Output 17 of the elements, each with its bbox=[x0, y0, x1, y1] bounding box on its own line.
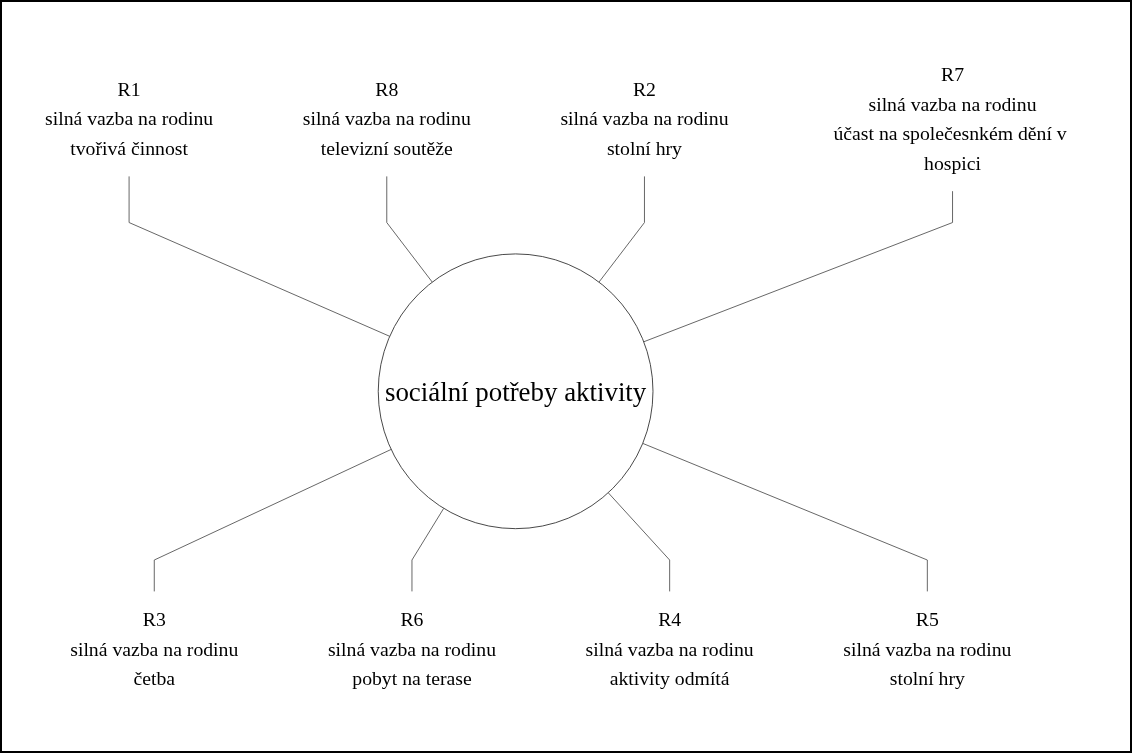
connector bbox=[598, 175, 645, 283]
connector bbox=[153, 448, 392, 592]
node-text: R2 silná vazba na rodinu stolní hry bbox=[560, 77, 729, 160]
connector bbox=[607, 492, 671, 592]
connector bbox=[386, 175, 433, 283]
node-text: R7 silná vazba na rodinu účast na společesnkém dění v hospici bbox=[833, 63, 1067, 175]
connector bbox=[411, 507, 445, 592]
node-text: R3 silná vazba na rodinu četba bbox=[70, 608, 239, 690]
node-text: R8 silná vazba na rodinu televizní soutěže bbox=[302, 77, 471, 160]
node-text: R5 silná vazba na rodinu stolní hry bbox=[843, 608, 1012, 690]
node-circle: sociální potřeby aktivity bbox=[377, 253, 654, 530]
connector bbox=[128, 175, 391, 337]
connector bbox=[643, 190, 953, 343]
connector bbox=[642, 442, 928, 592]
node-text: R6 silná vazba na rodinu pobyt na terase bbox=[327, 608, 497, 690]
node-text: R4 silná vazba na rodinu aktivity odmítá bbox=[585, 608, 754, 690]
node-text: R1 silná vazba na rodinu tvořivá činnost bbox=[45, 77, 214, 160]
